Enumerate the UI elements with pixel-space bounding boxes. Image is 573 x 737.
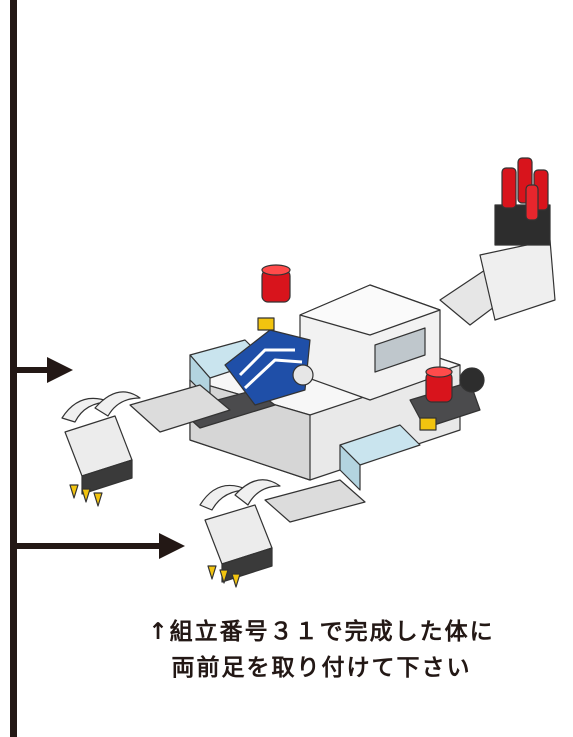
instruction-line-1: ↑組立番号３１で完成した体に bbox=[148, 619, 495, 645]
upper-arrow-icon bbox=[17, 357, 73, 383]
guide-bar bbox=[10, 0, 17, 737]
upper-front-leg bbox=[61, 384, 231, 507]
red-lights bbox=[261, 264, 453, 403]
lower-front-leg bbox=[199, 479, 366, 588]
blue-head bbox=[224, 329, 314, 406]
instruction-line-2: 両前足を取り付けて下さい bbox=[171, 655, 472, 681]
lower-arrow-icon bbox=[17, 533, 185, 559]
lego-model-illustration bbox=[61, 157, 556, 588]
yellow-hinges bbox=[257, 317, 437, 431]
right-arm bbox=[439, 157, 556, 393]
